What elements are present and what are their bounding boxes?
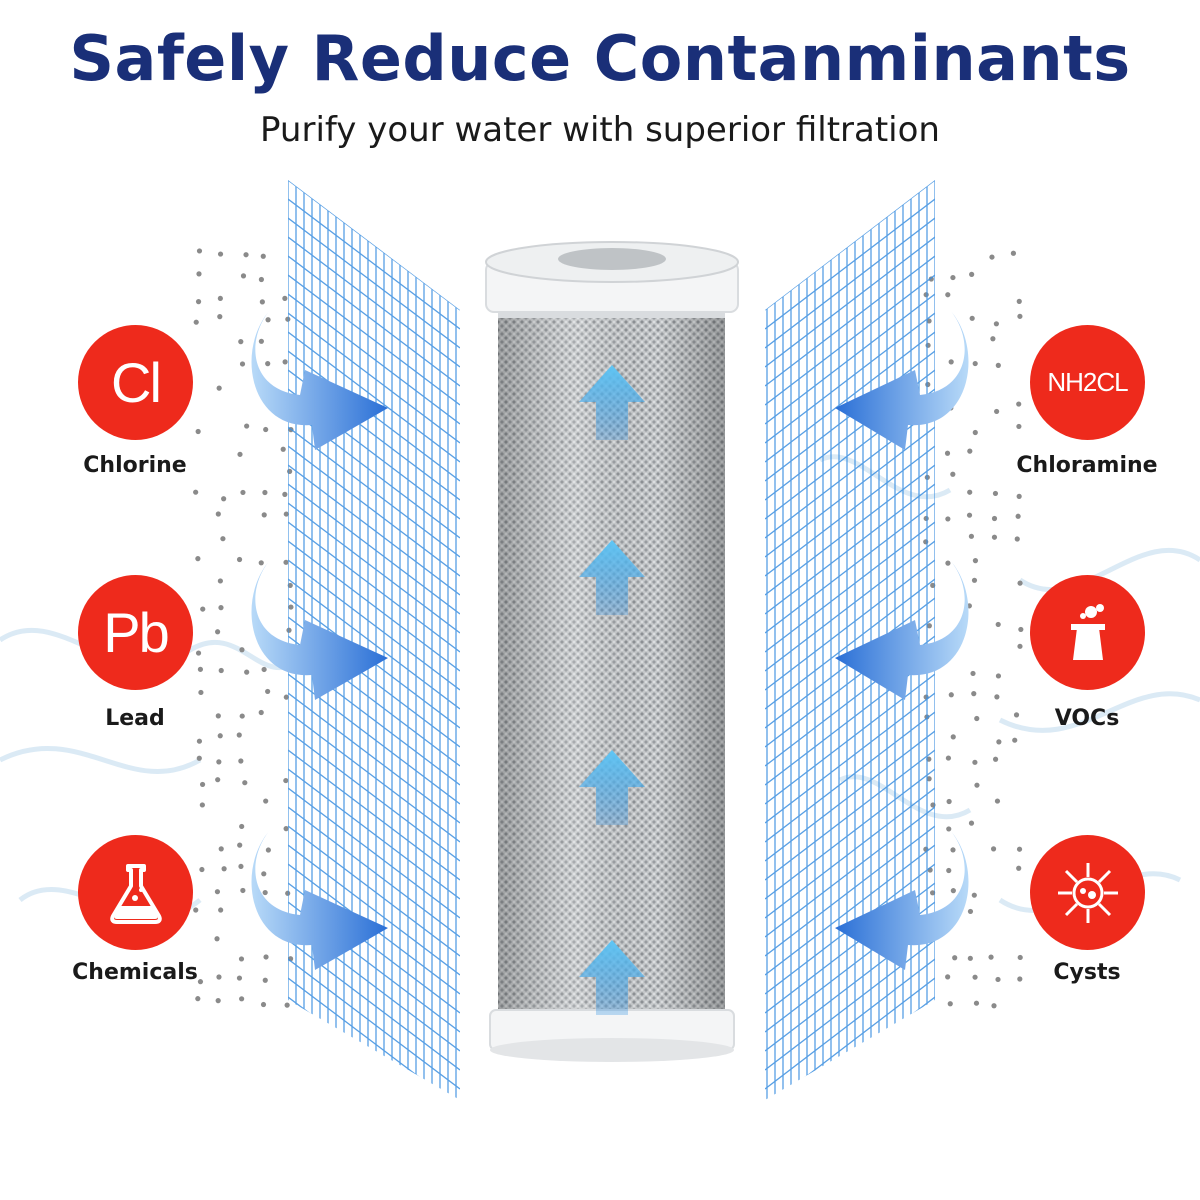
- lead-symbol: Pb: [103, 601, 169, 664]
- curved-arrow-icon: [251, 560, 388, 700]
- up-arrow-icon: [579, 365, 645, 440]
- up-arrow-icon: [579, 540, 645, 615]
- curved-arrow-icon: [251, 830, 388, 970]
- lead-badge: Pb: [78, 575, 193, 690]
- up-arrows: [579, 365, 645, 1015]
- curved-arrow-icon: [835, 310, 969, 450]
- vocs-badge: [1030, 575, 1145, 690]
- curved-arrow-icon: [835, 560, 969, 700]
- curved-arrow-icon: [251, 310, 388, 450]
- chloramine-label: Chloramine: [1016, 453, 1158, 478]
- chlorine-badge: Cl: [78, 325, 193, 440]
- vocs-label: VOCs: [1054, 706, 1120, 731]
- side-arrows-left: [251, 310, 388, 970]
- up-arrow-icon: [579, 750, 645, 825]
- up-arrow-icon: [579, 940, 645, 1015]
- particles-right: [923, 250, 1024, 1009]
- chlorine-symbol: Cl: [111, 351, 162, 414]
- cysts-label: Cysts: [1053, 960, 1121, 985]
- flask-icon: [109, 863, 162, 924]
- chloramine-badge: NH2CL: [1030, 325, 1145, 440]
- chlorine-label: Chlorine: [83, 453, 187, 478]
- cysts-badge: [1030, 835, 1145, 950]
- curved-arrow-icon: [835, 830, 969, 970]
- particles-left: [193, 248, 294, 1008]
- chloramine-symbol: NH2CL: [1047, 367, 1128, 397]
- factory-icon: [1070, 603, 1105, 660]
- mesh-right: [765, 180, 935, 1100]
- cyst-icon: [1057, 862, 1118, 923]
- chemicals-badge: [78, 835, 193, 950]
- page-subtitle: Purify your water with superior filtrati…: [260, 110, 940, 150]
- page-title: Safely Reduce Contanminants: [69, 22, 1131, 95]
- side-arrows-right: [835, 310, 969, 970]
- chemicals-label: Chemicals: [72, 960, 198, 985]
- lead-label: Lead: [105, 706, 165, 731]
